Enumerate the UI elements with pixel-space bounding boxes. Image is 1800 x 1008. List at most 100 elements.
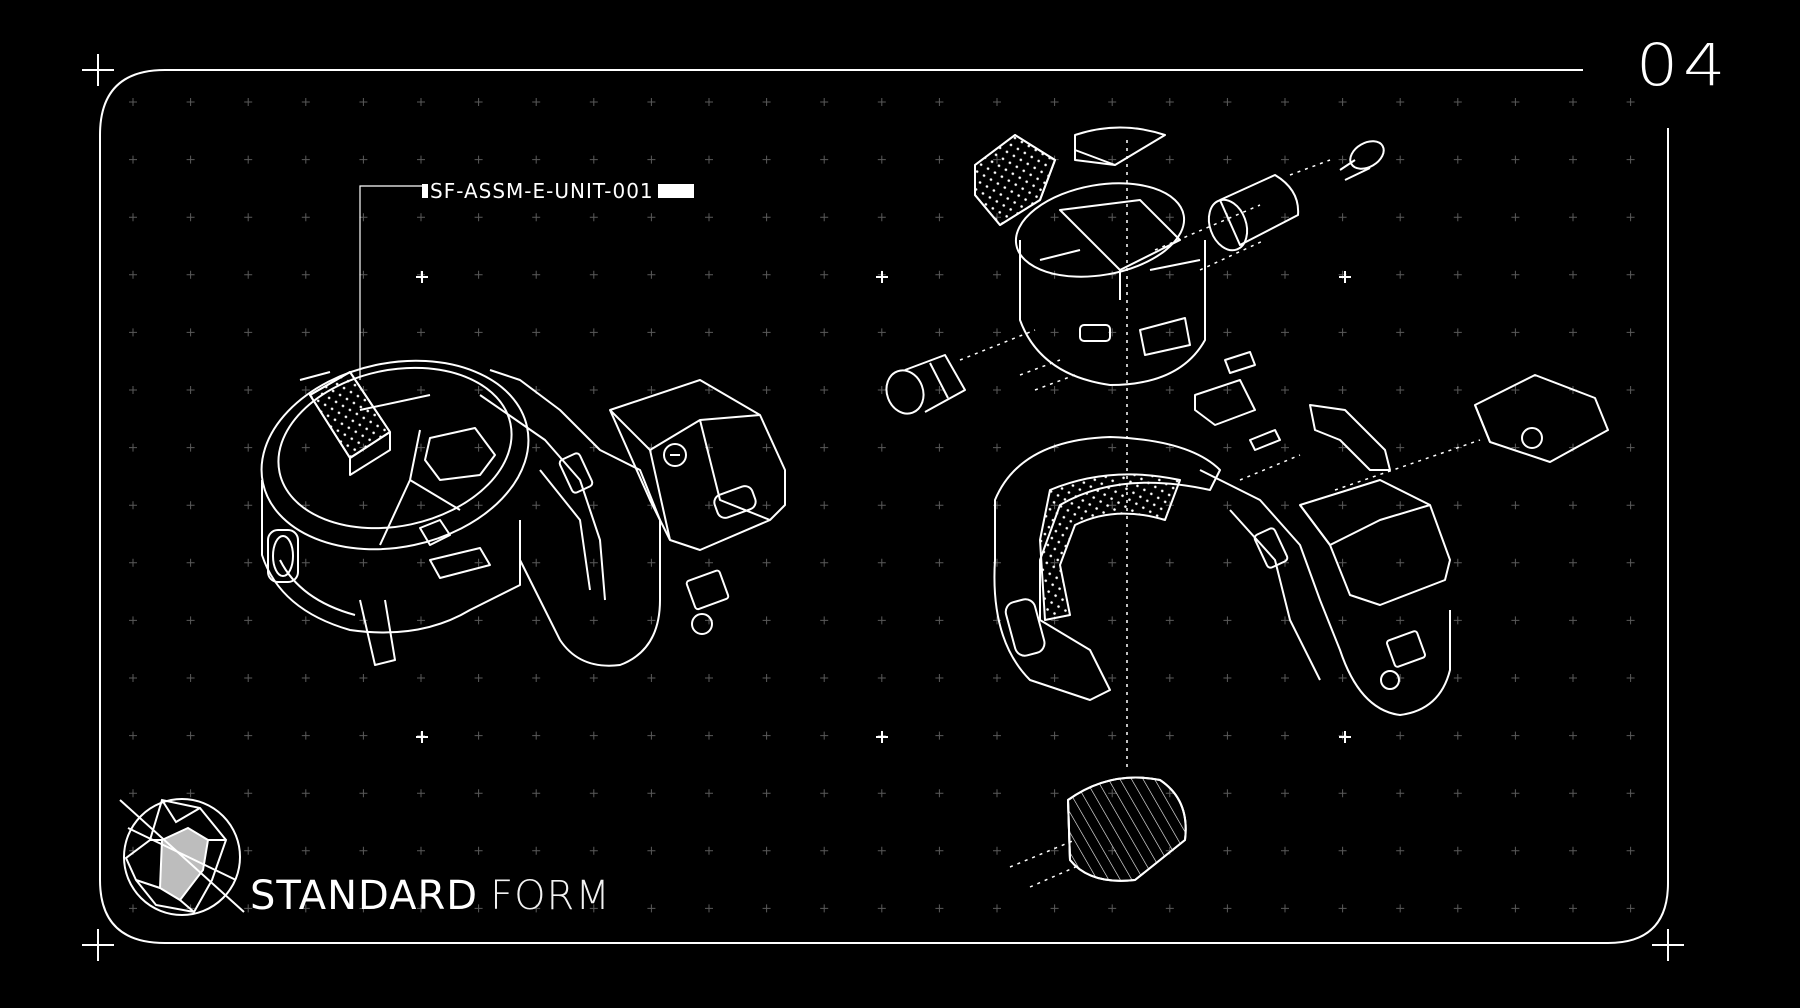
grid-cross [993, 846, 1001, 855]
grid-cross [532, 789, 541, 798]
grid-cross [1626, 98, 1635, 106]
grid-cross [532, 501, 541, 510]
grid-cross [1453, 328, 1462, 337]
grid-cross [244, 846, 253, 855]
grid-cross [820, 789, 829, 798]
page-number: 04 [1635, 31, 1730, 99]
grid-cross [129, 98, 137, 106]
crosshair-icon-top-left [82, 54, 114, 86]
grid-cross [647, 731, 656, 740]
grid-cross [820, 846, 829, 855]
grid-cross [359, 501, 368, 510]
grid-cross [1569, 904, 1577, 913]
grid-cross [129, 904, 137, 913]
grid-cross [820, 155, 829, 164]
grid-cross [1453, 270, 1462, 279]
grid-cross [1281, 674, 1289, 682]
grid-cross [1281, 904, 1289, 913]
grid-cross [1338, 846, 1347, 855]
grid-cross [935, 616, 944, 625]
grid-cross [589, 846, 598, 855]
grid-cross [359, 789, 368, 798]
grid-cross [186, 328, 195, 337]
grid-cross [1108, 558, 1117, 567]
grid-cross [1511, 616, 1520, 625]
grid-cross [1511, 386, 1520, 394]
background-grid [129, 98, 1635, 913]
grid-cross [1453, 501, 1462, 510]
grid-cross [1396, 328, 1405, 337]
grid-cross [1223, 789, 1232, 798]
grid-cross [1165, 674, 1174, 682]
grid-cross [186, 270, 195, 279]
grid-cross [1569, 501, 1577, 510]
grid-cross [1396, 558, 1405, 567]
grid-cross [877, 846, 886, 855]
grid-cross [1511, 558, 1520, 567]
grid-cross [474, 846, 483, 855]
grid-cross [417, 558, 425, 567]
grid-cross [532, 443, 541, 452]
grid-cross [1108, 616, 1117, 625]
grid-cross [647, 904, 656, 913]
grid-cross [935, 501, 944, 510]
grid-cross [1338, 98, 1347, 106]
grid-cross [301, 270, 310, 279]
grid-cross [1453, 674, 1462, 682]
grid-cross [820, 904, 829, 913]
grid-cross [532, 674, 541, 682]
grid-cross [993, 270, 1001, 279]
grid-cross [301, 443, 310, 452]
grid-cross [417, 443, 425, 452]
grid-cross [877, 213, 886, 222]
grid-cross [647, 98, 656, 106]
grid-cross [186, 501, 195, 510]
grid-cross [705, 213, 713, 222]
grid-cross [532, 328, 541, 337]
grid-cross [877, 558, 886, 567]
grid-cross [1165, 98, 1174, 106]
crosshair-icon-bottom-right [1652, 929, 1684, 961]
grid-cross [820, 674, 829, 682]
title-secondary: FORM [490, 873, 611, 919]
grid-cross [589, 558, 598, 567]
grid-cross [1165, 386, 1174, 394]
grid-cross [762, 328, 771, 337]
grid-cross [820, 501, 829, 510]
grid-cross [359, 558, 368, 567]
grid-cross [1223, 155, 1232, 164]
grid-cross [417, 213, 425, 222]
grid-cross [877, 386, 886, 394]
grid-cross [1453, 731, 1462, 740]
grid-cross [244, 98, 253, 106]
grid-cross [1338, 328, 1347, 337]
grid-cross [1223, 328, 1232, 337]
grid-cross [993, 328, 1001, 337]
grid-cross [647, 386, 656, 394]
grid-cross [359, 270, 368, 279]
grid-cross [301, 731, 310, 740]
grid-cross [877, 501, 886, 510]
grid-cross [1396, 270, 1405, 279]
grid-cross [647, 558, 656, 567]
grid-cross [1165, 155, 1174, 164]
grid-cross [1108, 731, 1117, 740]
grid-cross [1511, 213, 1520, 222]
grid-cross [244, 328, 253, 337]
grid-cross [647, 789, 656, 798]
grid-cross [647, 270, 656, 279]
grid-cross [877, 904, 886, 913]
grid-cross [647, 328, 656, 337]
grid-cross [589, 155, 598, 164]
grid-cross [301, 616, 310, 625]
grid-cross [647, 674, 656, 682]
grid-cross [647, 213, 656, 222]
grid-cross [244, 386, 253, 394]
grid-cross [1453, 558, 1462, 567]
grid-cross [705, 904, 713, 913]
grid-cross [359, 213, 368, 222]
grid-cross [532, 904, 541, 913]
label-bar-left [422, 184, 428, 198]
grid-cross [532, 616, 541, 625]
